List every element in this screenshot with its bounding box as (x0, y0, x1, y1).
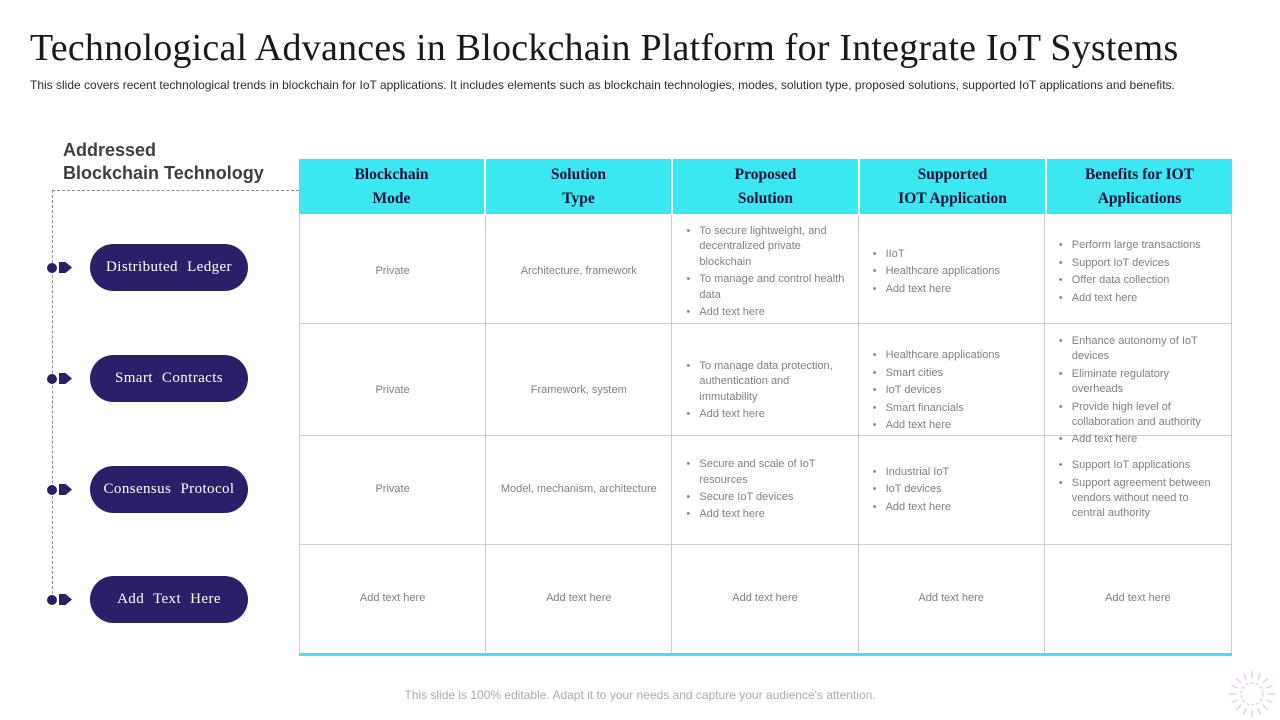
bullet-item: Industrial IoT (871, 465, 951, 481)
bullet-item: Support IoT applications (1057, 458, 1223, 474)
header-proposed-solution: Proposed Solution (673, 159, 858, 214)
bullet-item: Add text here (1057, 432, 1223, 448)
table-header-row: Blockchain Mode Solution Type Proposed S… (299, 159, 1232, 214)
table-body: Private Architecture, framework To secur… (299, 214, 1232, 653)
bullet-item: Add text here (684, 407, 849, 423)
bullet-item: Provide high level of collaboration and … (1057, 400, 1223, 431)
bullet-item: Healthcare applications (871, 264, 1000, 280)
cell-solution-type: Model, mechanism, architecture (486, 436, 673, 544)
bullet-item: Offer data collection (1057, 273, 1201, 289)
cell-benefits: Support IoT applicationsSupport agreemen… (1045, 436, 1231, 544)
bullet-item: IoT devices (871, 482, 951, 498)
pill-marker (47, 262, 72, 273)
cell-solution-type: Architecture, framework (486, 214, 673, 331)
table-row: Add text here Add text here Add text her… (300, 545, 1231, 653)
bullet-item: Eliminate regulatory overheads (1057, 367, 1223, 398)
header-supported-iot-application: Supported IOT Application (860, 159, 1045, 214)
bullet-item: Healthcare applications (871, 348, 1000, 364)
dot-icon (47, 484, 57, 495)
arrow-right-icon (59, 262, 72, 273)
cell-proposed-solution: Secure and scale of IoT resourcesSecure … (672, 436, 859, 544)
pill-smart-contracts[interactable]: Smart Contracts (90, 355, 248, 402)
bullet-item: Perform large transactions (1057, 238, 1201, 254)
bullet-item: Support IoT devices (1057, 256, 1201, 272)
dot-icon (47, 262, 57, 273)
arrow-right-icon (59, 594, 72, 605)
connector-vertical-dashed-line (52, 190, 53, 599)
cell-supported-iot-application: Add text here (859, 545, 1045, 653)
table-row: Private Model, mechanism, architecture S… (300, 436, 1231, 545)
cell-benefits: Perform large transactionsSupport IoT de… (1045, 214, 1231, 330)
slide-subtitle: This slide covers recent technological t… (30, 78, 1175, 92)
cell-blockchain-mode: Add text here (300, 545, 487, 653)
pill-distributed-ledger[interactable]: Distributed Ledger (90, 244, 248, 291)
bullet-item: Secure IoT devices (684, 490, 849, 506)
starburst-decoration-icon (1229, 671, 1275, 717)
cell-supported-iot-application: Healthcare applicationsSmart citiesIoT d… (859, 324, 1045, 458)
bullet-list: To secure lightweight, and decentralized… (684, 222, 849, 322)
bullet-item: Add text here (871, 418, 1000, 434)
footer-note: This slide is 100% editable. Adapt it to… (404, 688, 876, 702)
bullet-list: To manage data protection, authenticatio… (684, 357, 849, 425)
bullet-item: Secure and scale of IoT resources (684, 457, 849, 488)
bullet-item: To manage data protection, authenticatio… (684, 359, 849, 405)
bullet-item: Add text here (684, 507, 849, 523)
cell-proposed-solution: Add text here (672, 545, 859, 653)
bullet-list: Secure and scale of IoT resourcesSecure … (684, 455, 849, 525)
pill-marker (47, 373, 72, 384)
header-blockchain-mode: Blockchain Mode (299, 159, 484, 214)
table-row: Private Framework, system To manage data… (300, 324, 1231, 458)
cell-proposed-solution: To secure lightweight, and decentralized… (672, 214, 859, 331)
pill-marker (47, 594, 72, 605)
dot-icon (47, 373, 57, 384)
bullet-item: To manage and control health data (684, 272, 849, 303)
bullet-list: Industrial IoTIoT devicesAdd text here (871, 463, 951, 517)
arrow-right-icon (59, 373, 72, 384)
cell-benefits: Enhance autonomy of IoT devicesEliminate… (1045, 324, 1231, 458)
bullet-list: Enhance autonomy of IoT devicesEliminate… (1057, 332, 1223, 450)
bullet-list: IIoTHealthcare applicationsAdd text here (871, 245, 1000, 299)
bullet-list: Healthcare applicationsSmart citiesIoT d… (871, 346, 1000, 435)
header-solution-type: Solution Type (486, 159, 671, 214)
dot-icon (47, 594, 57, 605)
bullet-item: Add text here (871, 282, 1000, 298)
cell-benefits: Add text here (1105, 592, 1171, 605)
cell-proposed-solution: To manage data protection, authenticatio… (672, 324, 859, 458)
cell-supported-iot-application: IIoTHealthcare applicationsAdd text here (859, 214, 1045, 331)
bullet-item: Smart financials (871, 401, 1000, 417)
pill-marker (47, 484, 72, 495)
bullet-item: Add text here (1057, 291, 1201, 307)
bullet-item: Add text here (871, 500, 951, 516)
pill-consensus-protocol[interactable]: Consensus Protocol (90, 466, 248, 513)
bullet-item: Enhance autonomy of IoT devices (1057, 334, 1223, 365)
table-row: Private Architecture, framework To secur… (300, 214, 1231, 331)
cell-solution-type: Framework, system (486, 324, 673, 458)
connector-horizontal-dashed-line (52, 190, 299, 191)
bullet-item: Smart cities (871, 366, 1000, 382)
cell-solution-type: Add text here (486, 545, 673, 653)
cell-blockchain-mode: Private (300, 324, 487, 458)
cell-supported-iot-application: Industrial IoTIoT devicesAdd text here (859, 436, 1045, 544)
table-bottom-accent-bar (299, 653, 1232, 656)
bullet-list: Perform large transactionsSupport IoT de… (1057, 236, 1201, 308)
bullet-item: IoT devices (871, 383, 1000, 399)
header-benefits: Benefits for IOT Applications (1047, 159, 1232, 214)
bullet-item: Add text here (684, 305, 849, 321)
page-title: Technological Advances in Blockchain Pla… (30, 27, 1179, 69)
pill-add-text-here[interactable]: Add Text Here (90, 576, 248, 623)
cell-blockchain-mode: Private (300, 214, 487, 331)
left-panel-heading: Addressed Blockchain Technology (63, 140, 264, 183)
bullet-item: IIoT (871, 247, 1000, 263)
bullet-list: Support IoT applicationsSupport agreemen… (1057, 456, 1223, 524)
bullet-item: To secure lightweight, and decentralized… (684, 224, 849, 270)
table: Blockchain Mode Solution Type Proposed S… (299, 159, 1232, 656)
arrow-right-icon (59, 484, 72, 495)
bullet-item: Support agreement between vendors withou… (1057, 476, 1223, 522)
cell-blockchain-mode: Private (300, 436, 487, 544)
